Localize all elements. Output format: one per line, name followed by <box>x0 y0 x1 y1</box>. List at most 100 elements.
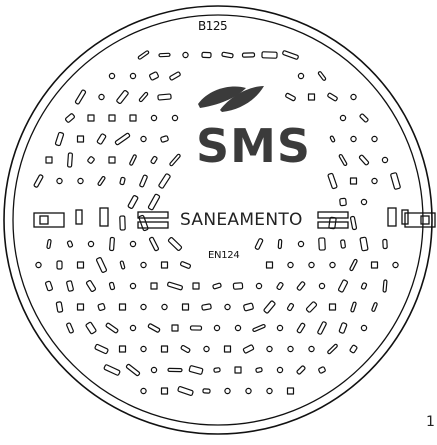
pattern-bar <box>276 281 284 291</box>
pattern-bar <box>148 236 160 252</box>
pattern-square <box>307 93 316 101</box>
pattern-square <box>129 114 137 122</box>
pattern-bar <box>85 279 97 293</box>
pattern-bar <box>243 302 254 312</box>
pattern-dot <box>108 72 116 80</box>
pattern-bar <box>169 153 181 167</box>
pattern-bar <box>296 365 306 375</box>
pattern-bar <box>119 215 126 231</box>
pattern-bar <box>201 51 212 59</box>
pattern-square <box>160 387 169 395</box>
pattern-bar <box>66 240 74 248</box>
pattern-dot <box>56 177 63 185</box>
pattern-square <box>45 156 53 164</box>
pattern-dot <box>287 345 294 353</box>
anti-slip-pattern <box>33 50 401 396</box>
pattern-dot <box>266 387 273 395</box>
pattern-bar <box>327 343 338 355</box>
pattern-bar <box>254 238 264 250</box>
pattern-bar <box>97 175 106 187</box>
pattern-dot <box>140 135 147 143</box>
pattern-dot <box>150 366 158 374</box>
pattern-dot <box>287 261 294 269</box>
pattern-bar <box>221 51 234 59</box>
brand-logo-text: SMS <box>196 119 312 173</box>
pattern-bar <box>108 281 116 291</box>
pattern-dot <box>213 324 221 332</box>
pattern-bar <box>127 195 139 209</box>
pattern-dot <box>350 135 357 143</box>
pattern-dot <box>360 198 368 206</box>
pattern-bar <box>66 322 74 334</box>
outer-rim <box>3 5 433 435</box>
pattern-bar <box>160 135 169 143</box>
pattern-dot <box>129 72 137 80</box>
pattern-bar <box>242 344 255 354</box>
pattern-bar <box>359 236 369 252</box>
pattern-square <box>118 303 127 311</box>
pattern-bar <box>263 300 276 314</box>
pattern-dot <box>203 345 210 353</box>
pattern-bar <box>338 154 348 166</box>
pattern-bar <box>54 131 65 147</box>
pattern-bar <box>95 257 108 273</box>
pattern-bar <box>158 52 171 58</box>
pattern-bar <box>119 176 126 186</box>
pattern-dot <box>381 156 389 164</box>
pattern-bar <box>109 236 115 252</box>
pattern-bar <box>167 281 183 291</box>
pattern-square <box>370 261 379 269</box>
pattern-bar <box>167 237 183 251</box>
pattern-square <box>160 345 169 353</box>
pattern-dot <box>329 261 336 269</box>
pattern-dot <box>371 177 378 185</box>
right-lifting-slot <box>404 212 436 228</box>
pattern-bar <box>328 216 337 230</box>
pattern-bar <box>137 50 150 60</box>
pattern-bar <box>296 281 306 291</box>
pattern-bar <box>327 172 338 190</box>
pattern-square <box>108 114 116 122</box>
pattern-dot <box>171 114 179 122</box>
pattern-square <box>76 261 85 269</box>
pattern-dot <box>371 135 378 143</box>
pattern-bar <box>66 280 74 292</box>
inner-rim <box>12 14 424 426</box>
pattern-bar <box>46 238 52 250</box>
pattern-bar <box>318 237 326 251</box>
pattern-dot <box>182 51 189 59</box>
pattern-dot <box>308 261 315 269</box>
pattern-dot <box>266 345 273 353</box>
pattern-square <box>328 303 337 311</box>
pattern-dot <box>392 261 399 269</box>
pattern-dot <box>297 240 305 248</box>
pattern-bar <box>360 282 368 290</box>
pattern-bar <box>382 238 388 250</box>
pattern-bar <box>147 193 161 211</box>
pattern-square <box>108 156 116 164</box>
pattern-bar <box>55 301 64 313</box>
pattern-bar <box>390 172 401 190</box>
pattern-dot <box>255 282 263 290</box>
pattern-dot <box>276 324 284 332</box>
pattern-bar <box>202 388 211 394</box>
pattern-square <box>76 303 85 311</box>
pattern-square <box>265 261 274 269</box>
pattern-dot <box>297 72 305 80</box>
pattern-square <box>160 261 169 269</box>
pattern-bar <box>282 50 299 60</box>
pattern-bar <box>277 238 283 250</box>
pattern-bar <box>339 197 347 207</box>
pattern-square <box>234 366 242 374</box>
pattern-dot <box>350 93 357 101</box>
pattern-bar <box>358 154 370 166</box>
pattern-dot <box>224 303 231 311</box>
page-number: 1 <box>426 414 435 430</box>
pattern-bar <box>317 321 327 335</box>
pattern-dot <box>35 261 42 269</box>
pattern-bar <box>180 344 191 354</box>
pattern-bar <box>189 325 203 331</box>
pattern-bar <box>350 301 357 313</box>
